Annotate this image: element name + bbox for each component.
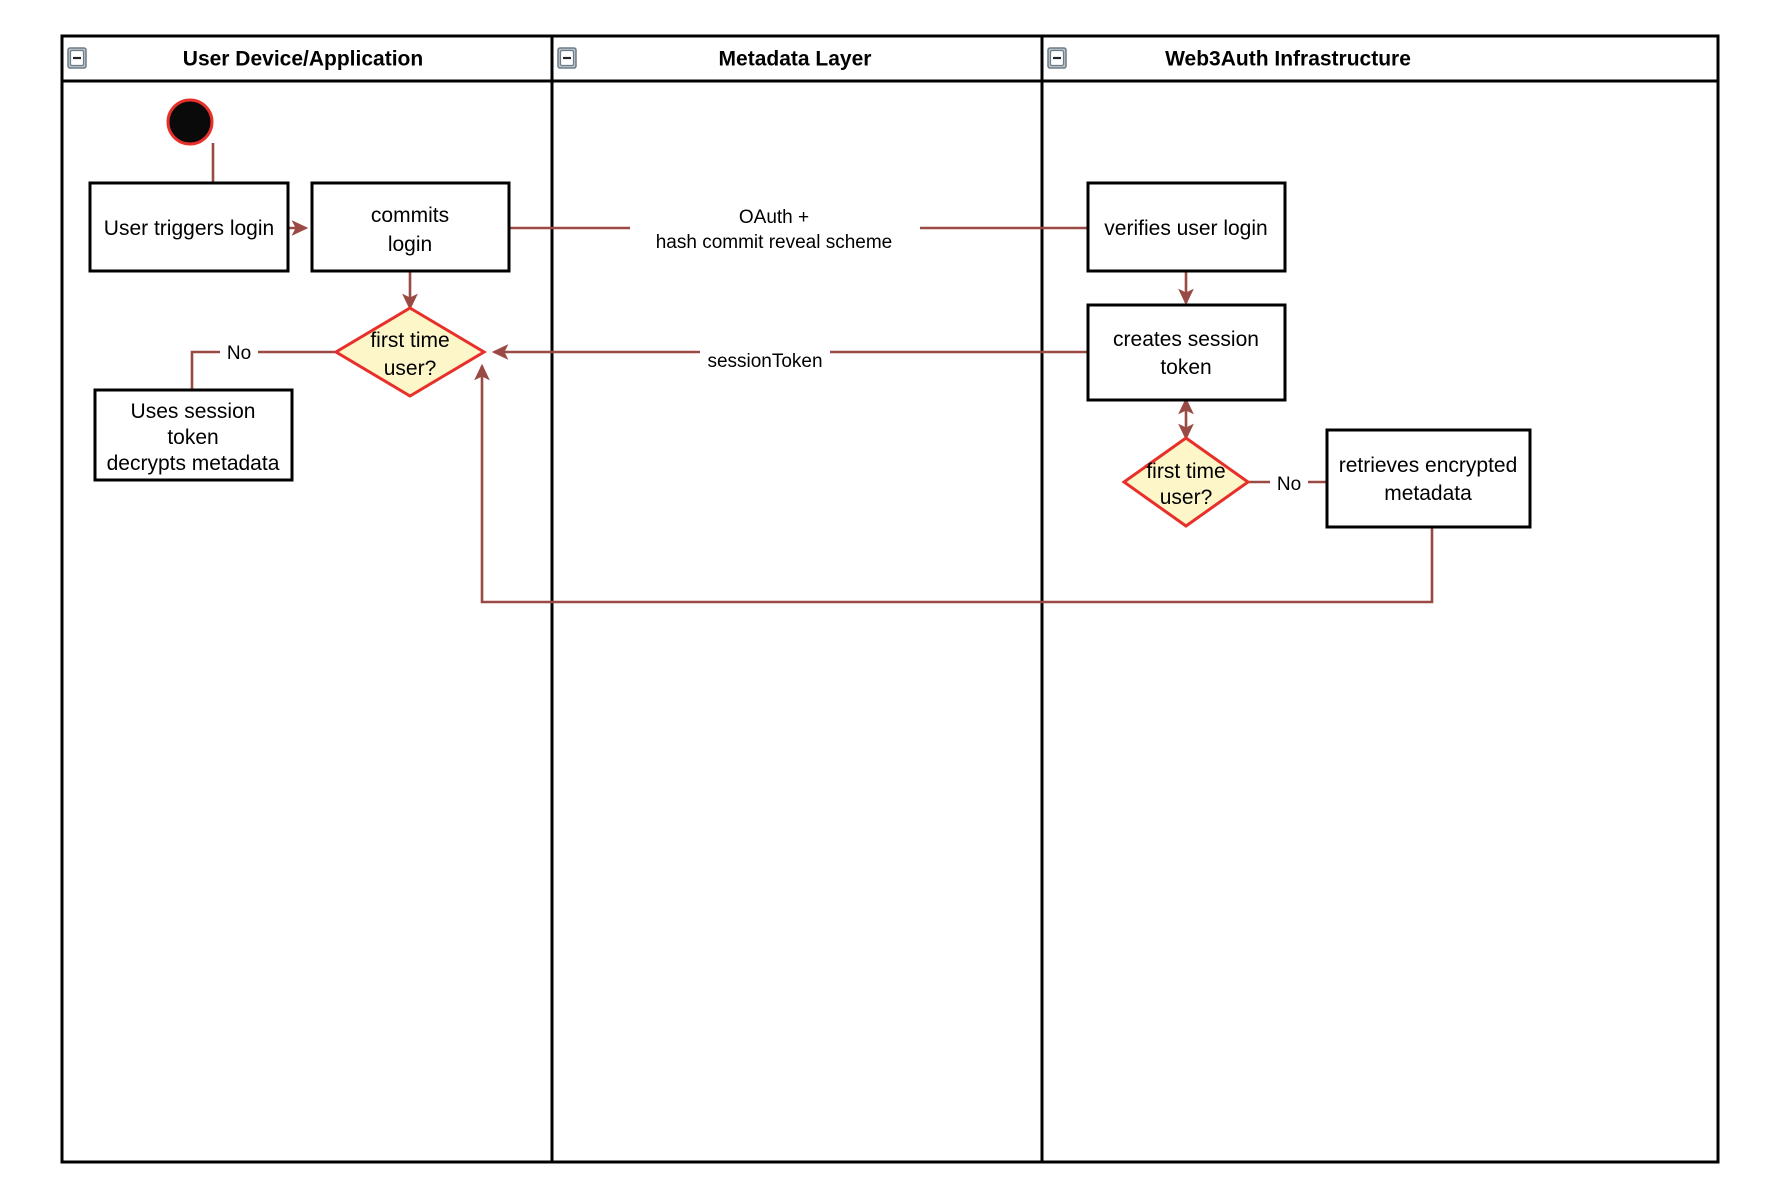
decision-label-line-2: user? xyxy=(1160,486,1213,509)
activity-user-triggers-login[interactable]: User triggers login xyxy=(88,181,290,273)
lane-title-user-device: User Device/Application xyxy=(183,48,423,71)
activity-label-line-1: commits xyxy=(371,204,449,227)
initial-node[interactable] xyxy=(166,98,214,146)
activity-retrieves-encrypted-metadata[interactable]: retrieves encrypted metadata xyxy=(1325,428,1532,529)
edge-label: sessionToken xyxy=(707,351,822,372)
edge-label-line-1: OAuth + xyxy=(739,207,809,228)
edge-label: No xyxy=(1277,474,1301,495)
edge-label-no-right: No xyxy=(1270,470,1308,496)
activity-label: User triggers login xyxy=(104,217,274,240)
activity-creates-session-token[interactable]: creates session token xyxy=(1086,303,1287,402)
collapse-minus-icon[interactable] xyxy=(557,47,577,69)
decision-label-line-2: user? xyxy=(384,357,437,380)
decision-first-time-user-left[interactable]: first time user? xyxy=(333,306,487,398)
activity-label-line-2: token xyxy=(167,426,218,449)
activity-uses-session-token[interactable]: Uses session token decrypts metadata xyxy=(93,388,294,482)
activity-label-line-2: login xyxy=(388,233,432,256)
edge-retrieves-metadata-to-decision-left xyxy=(474,363,1434,604)
collapse-minus-icon[interactable] xyxy=(1047,47,1067,69)
decision-label-line-1: first time xyxy=(370,329,449,352)
activity-label-line-2: metadata xyxy=(1384,482,1472,505)
lane-title-metadata: Metadata Layer xyxy=(719,48,872,71)
activity-label-line-1: creates session xyxy=(1113,328,1259,351)
collapse-minus-icon[interactable] xyxy=(67,47,87,69)
edge-decision-left-no-to-uses-session-token xyxy=(190,350,339,390)
activity-label-line-1: Uses session xyxy=(131,400,256,423)
activity-verifies-user-login[interactable]: verifies user login xyxy=(1086,181,1287,273)
edge-label-session-token: sessionToken xyxy=(700,340,830,372)
edge-label: No xyxy=(227,343,251,364)
lane-header-user-device[interactable]: User Device/Application xyxy=(67,47,423,71)
activity-label: verifies user login xyxy=(1104,217,1267,240)
lane-header-metadata[interactable]: Metadata Layer xyxy=(557,47,872,71)
lane-header-web3auth[interactable]: Web3Auth Infrastructure xyxy=(1047,47,1411,71)
edge-label-line-2: hash commit reveal scheme xyxy=(656,232,893,253)
edge-label-oauth: OAuth + hash commit reveal scheme xyxy=(630,200,920,256)
activity-label-line-2: token xyxy=(1160,356,1211,379)
activity-commits-login[interactable]: commits login xyxy=(310,181,511,273)
decision-label-line-1: first time xyxy=(1146,460,1225,483)
activity-label-line-3: decrypts metadata xyxy=(107,452,280,475)
activity-label-line-1: retrieves encrypted xyxy=(1339,454,1518,477)
lane-title-web3auth: Web3Auth Infrastructure xyxy=(1165,48,1411,71)
edge-label-no-left: No xyxy=(220,339,258,365)
decision-first-time-user-right[interactable]: first time user? xyxy=(1121,436,1251,528)
